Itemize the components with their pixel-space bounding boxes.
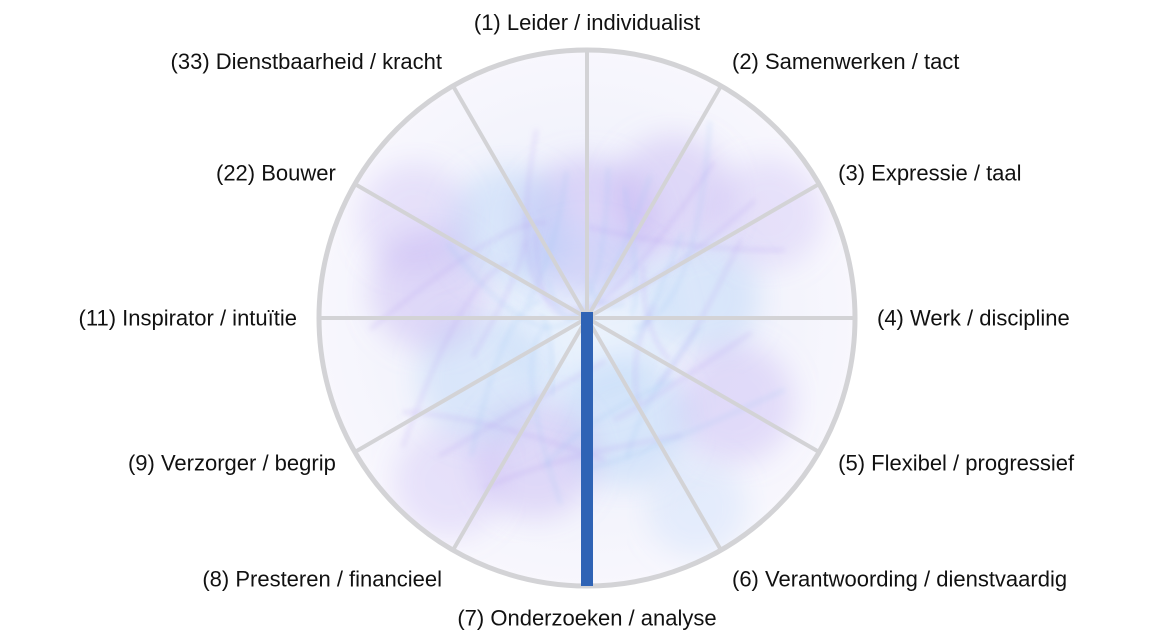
glow-strand	[613, 331, 752, 421]
glow-strand	[632, 232, 684, 344]
wheel-spoke	[585, 316, 723, 552]
wheel-spoke	[451, 316, 589, 552]
glow-strand	[586, 388, 785, 469]
category-label: (4) Werk / discipline	[877, 306, 1070, 331]
glow-strand	[446, 167, 610, 328]
category-label: (2) Samenwerken / tact	[732, 49, 959, 74]
category-label: (9) Verzorger / begrip	[128, 451, 336, 476]
wheel-spoke	[585, 182, 821, 320]
category-label: (8) Presteren / financieel	[202, 567, 442, 592]
glow-blob	[613, 135, 734, 256]
glow-strand	[623, 187, 638, 316]
glow-strand	[484, 434, 683, 490]
wheel-bars	[581, 312, 593, 586]
glow-strand	[471, 240, 526, 358]
category-label: (5) Flexibel / progressief	[838, 451, 1075, 476]
wheel-glow-texture	[358, 121, 824, 559]
category-label: (7) Onderzoeken / analyse	[457, 606, 716, 631]
wheel-labels: (1) Leider / individualist (2) Samenwerke…	[79, 10, 1075, 630]
glow-strand	[525, 171, 568, 306]
category-label: (11) Inspirator / intuïtie	[79, 306, 297, 331]
category-label: (1) Leider / individualist	[474, 10, 700, 35]
glow-strand	[543, 379, 674, 467]
glow-strand	[633, 121, 711, 329]
glow-strand	[588, 226, 785, 251]
category-label: (33) Dienstbaarheid / kracht	[171, 49, 442, 74]
glow-strand	[657, 239, 743, 385]
wheel-spokes	[319, 50, 855, 586]
glow-strand	[530, 325, 562, 505]
category-label: (6) Verantwoording / dienstvaardig	[732, 567, 1067, 592]
bar-rect	[581, 312, 593, 586]
bar-7	[581, 312, 593, 586]
wheel-spoke	[585, 84, 723, 319]
wheel-spoke	[585, 316, 821, 454]
wheel-spoke	[353, 182, 588, 320]
wheel-spoke	[353, 316, 588, 454]
glow-strand	[369, 221, 547, 331]
glow-strand	[525, 129, 756, 310]
category-label: (3) Expressie / taal	[838, 161, 1021, 186]
glow-blob	[650, 242, 761, 353]
wheel-spoke	[451, 84, 589, 319]
glow-strand	[470, 299, 541, 457]
category-label: (22) Bouwer	[216, 161, 336, 186]
